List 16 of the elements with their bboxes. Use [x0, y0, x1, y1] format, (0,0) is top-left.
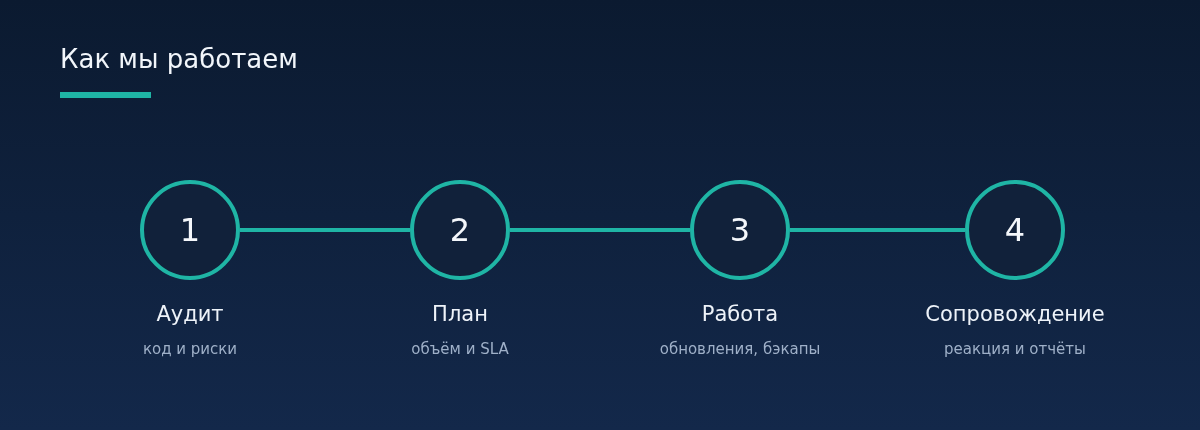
step-description: обновления, бэкапы [659, 340, 821, 358]
step-title: План [432, 302, 488, 326]
step-number: 2 [449, 211, 471, 249]
step-number: 3 [729, 211, 751, 249]
connector-line [240, 228, 410, 232]
step-title: Работа [701, 302, 779, 326]
connector-line [510, 228, 690, 232]
step-number: 1 [179, 211, 201, 249]
step-number: 4 [1004, 211, 1026, 249]
step-title: Сопровождение [925, 302, 1105, 326]
connector-line [790, 228, 965, 232]
step-title: Аудит [156, 302, 224, 326]
step-description: объём и SLA [411, 340, 509, 358]
step-description: реакция и отчёты [944, 340, 1086, 358]
heading: Как мы работаем [60, 44, 298, 74]
step-description: код и риски [142, 340, 238, 358]
